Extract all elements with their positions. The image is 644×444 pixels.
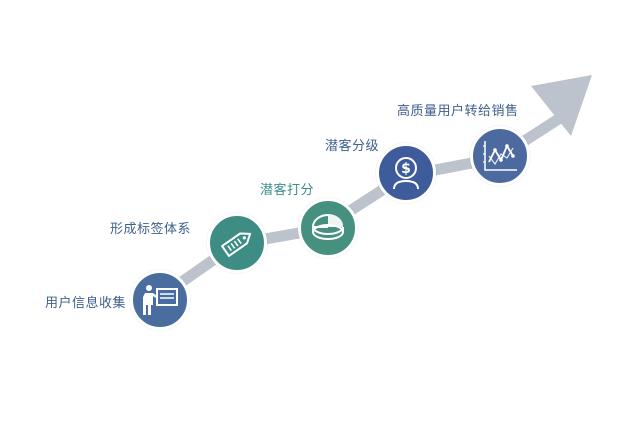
step-node-user-info-collection [130,270,190,330]
line-chart-icon [483,141,517,171]
dollar-user-icon: $ [393,157,419,190]
svg-text:$: $ [401,161,411,177]
step-label-qualified-leads-to-sales: 高质量用户转给销售 [397,104,519,119]
step-label-tag-system: 形成标签体系 [110,222,192,237]
presenter-board-icon [143,285,178,315]
price-tag-icon [221,232,252,257]
step-label-lead-grading: 潜客分级 [325,139,380,154]
arrow-head [531,75,592,136]
step-node-lead-grading: $ [376,143,436,203]
step-label-user-info-collection: 用户信息收集 [45,296,127,311]
pie-chart-icon [311,213,344,240]
step-label-lead-scoring: 潜客打分 [260,183,315,198]
step-node-lead-scoring [298,198,358,258]
step-node-tag-system [207,213,267,273]
step-node-qualified-leads-to-sales [470,126,530,186]
